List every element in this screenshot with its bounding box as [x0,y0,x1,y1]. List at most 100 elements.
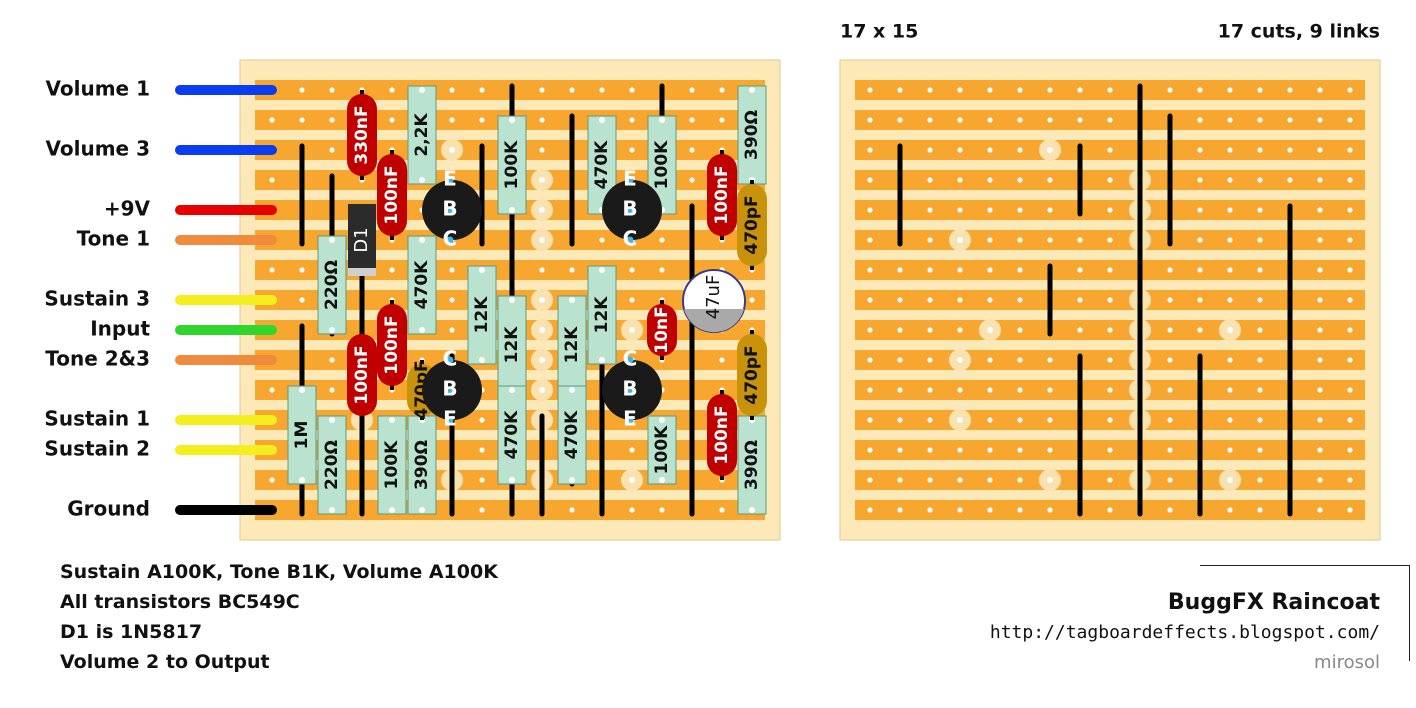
hole [1317,507,1323,513]
hole [299,297,305,303]
transistor-pin [446,236,454,244]
hole [1047,447,1053,453]
hole [599,87,605,93]
hole [1167,297,1173,303]
hole [299,87,305,93]
resistor-value: 100K [502,140,522,189]
transistor-pin-label: B [442,377,457,401]
hole [1167,417,1173,423]
hole [1227,357,1233,363]
hole [329,357,335,363]
hole [867,387,873,393]
hole [1317,357,1323,363]
transistor-pin [446,176,454,184]
hole [1257,297,1263,303]
transistor-pin [626,356,634,364]
hole [1077,237,1083,243]
hole [1047,357,1053,363]
hole [957,507,963,513]
resistor [407,85,437,185]
hole [987,447,993,453]
hole [897,387,903,393]
hole [987,237,993,243]
hole [269,117,275,123]
hole [1107,297,1113,303]
transistor-pin-label: C [443,347,458,371]
hole [1227,297,1233,303]
resistor-value: 12K [502,326,522,364]
resistor [377,415,407,515]
hole [629,87,635,93]
project-title: BuggFX Raincoat [1167,590,1380,615]
hole [1107,357,1113,363]
blog-url[interactable]: http://tagboardeffects.blogspot.com/ [989,622,1380,643]
hole [389,117,395,123]
hole [569,477,575,483]
connection-label: Volume 3 [45,137,150,161]
hole [1347,177,1353,183]
hole [629,477,635,483]
hole [1107,147,1113,153]
resistor-value: 100K [652,425,672,474]
hole [689,177,695,183]
diode-body [348,204,376,276]
hole [329,507,335,513]
hole [1077,87,1083,93]
hole [599,267,605,273]
hole [987,177,993,183]
hole [539,147,545,153]
hole [867,297,873,303]
hole [299,117,305,123]
resistor-value: 100K [652,140,672,189]
resistor [557,295,587,395]
hole [957,357,963,363]
hole [329,387,335,393]
resistor-value: 220Ω [322,440,342,490]
hole [1017,147,1023,153]
hole [1227,147,1233,153]
hole [1167,87,1173,93]
hole [329,327,335,333]
hole [1047,507,1053,513]
hole [867,357,873,363]
hole [1167,357,1173,363]
hole [927,237,933,243]
hole [1167,507,1173,513]
hole [1347,87,1353,93]
hole [897,267,903,273]
resistor [497,385,527,485]
hole [629,327,635,333]
hole [1017,447,1023,453]
hole [389,417,395,423]
hole [1167,327,1173,333]
diode-band [348,268,376,276]
hole [1077,117,1083,123]
resistor-value: 2,2K [412,113,432,157]
hole [987,387,993,393]
hole [1167,387,1173,393]
ceramic-capacitor [347,334,377,416]
hole [957,387,963,393]
ceramic-capacitor [707,394,737,476]
resistor-value: 12K [592,296,612,334]
hole [419,327,425,333]
hole [1257,147,1263,153]
hole [599,357,605,363]
hole [1047,87,1053,93]
hole [927,507,933,513]
hole [659,417,665,423]
hole [1347,267,1353,273]
transistor-pin-label: E [443,407,457,431]
hole [867,117,873,123]
ceramic-capacitor [377,304,407,386]
hole [629,297,635,303]
hole [1257,207,1263,213]
hole [927,147,933,153]
hole [509,297,515,303]
hole [479,87,485,93]
resistor-value: 390Ω [742,440,762,490]
resistor-value: 470K [502,410,522,459]
hole [1257,237,1263,243]
hole [897,87,903,93]
